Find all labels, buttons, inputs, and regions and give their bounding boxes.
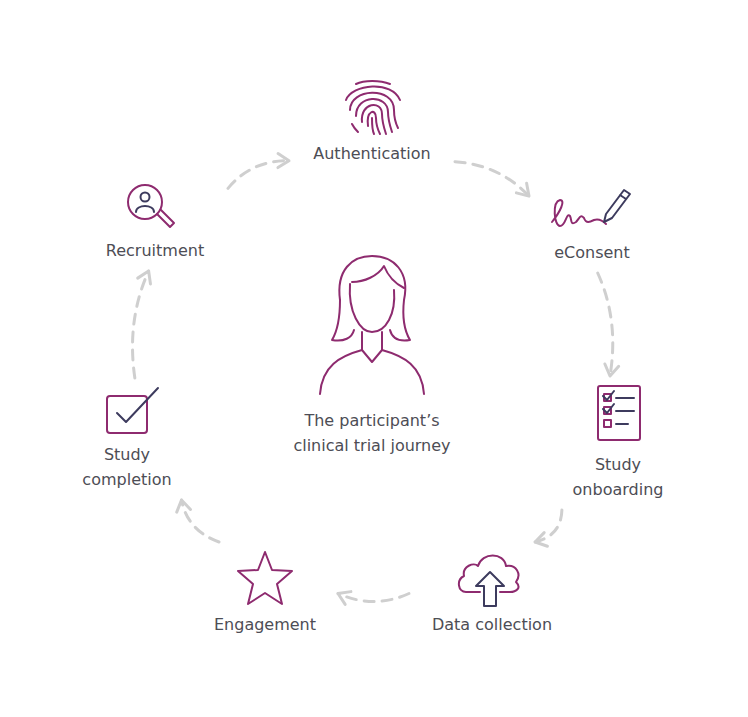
- stage-label: Study completion: [71, 442, 183, 492]
- arrow-head: [338, 592, 351, 605]
- center-caption: The participant’s clinical trial journey: [277, 408, 467, 458]
- stage-node: Recruitment: [90, 180, 220, 263]
- dashed-connector: [228, 154, 289, 189]
- stage-label: Authentication: [297, 141, 447, 166]
- star-icon: [238, 552, 292, 604]
- stage-label: Data collection: [417, 612, 567, 637]
- connector-line: [598, 273, 613, 376]
- arrow-head: [138, 271, 151, 284]
- participant-figure: [320, 256, 424, 394]
- connector-line: [133, 271, 149, 378]
- fingerprint-icon: [346, 81, 400, 134]
- stage-node: eConsent: [537, 186, 647, 265]
- cloud-upload-icon: [459, 556, 519, 607]
- stage-node: Engagement: [200, 550, 330, 637]
- dashed-connector: [535, 510, 562, 546]
- stage-label: Study onboarding: [562, 452, 674, 502]
- arrow-head: [605, 364, 619, 376]
- check-box-icon: [107, 388, 158, 433]
- stage-node: Authentication: [297, 80, 447, 166]
- connector-line: [455, 162, 529, 196]
- dashed-connector: [177, 500, 219, 542]
- stage-label: Engagement: [200, 612, 330, 637]
- recruitment-icon: [128, 185, 174, 227]
- checklist-icon: [598, 386, 640, 440]
- dashed-connector: [455, 162, 529, 196]
- arrow-head: [177, 500, 191, 512]
- signature-icon: [552, 190, 630, 226]
- dashed-connector: [598, 273, 619, 376]
- stage-label: eConsent: [537, 240, 647, 265]
- stage-node: Study completion: [71, 386, 183, 492]
- dashed-connector: [338, 592, 409, 605]
- connector-line: [338, 594, 409, 602]
- stage-node: Data collection: [417, 550, 567, 637]
- arrow-head: [516, 183, 529, 196]
- dashed-connector: [133, 271, 151, 378]
- arrow-head: [535, 533, 547, 547]
- stage-label: Recruitment: [90, 238, 220, 263]
- stage-node: Study onboarding: [562, 384, 674, 502]
- arrow-head: [278, 154, 289, 168]
